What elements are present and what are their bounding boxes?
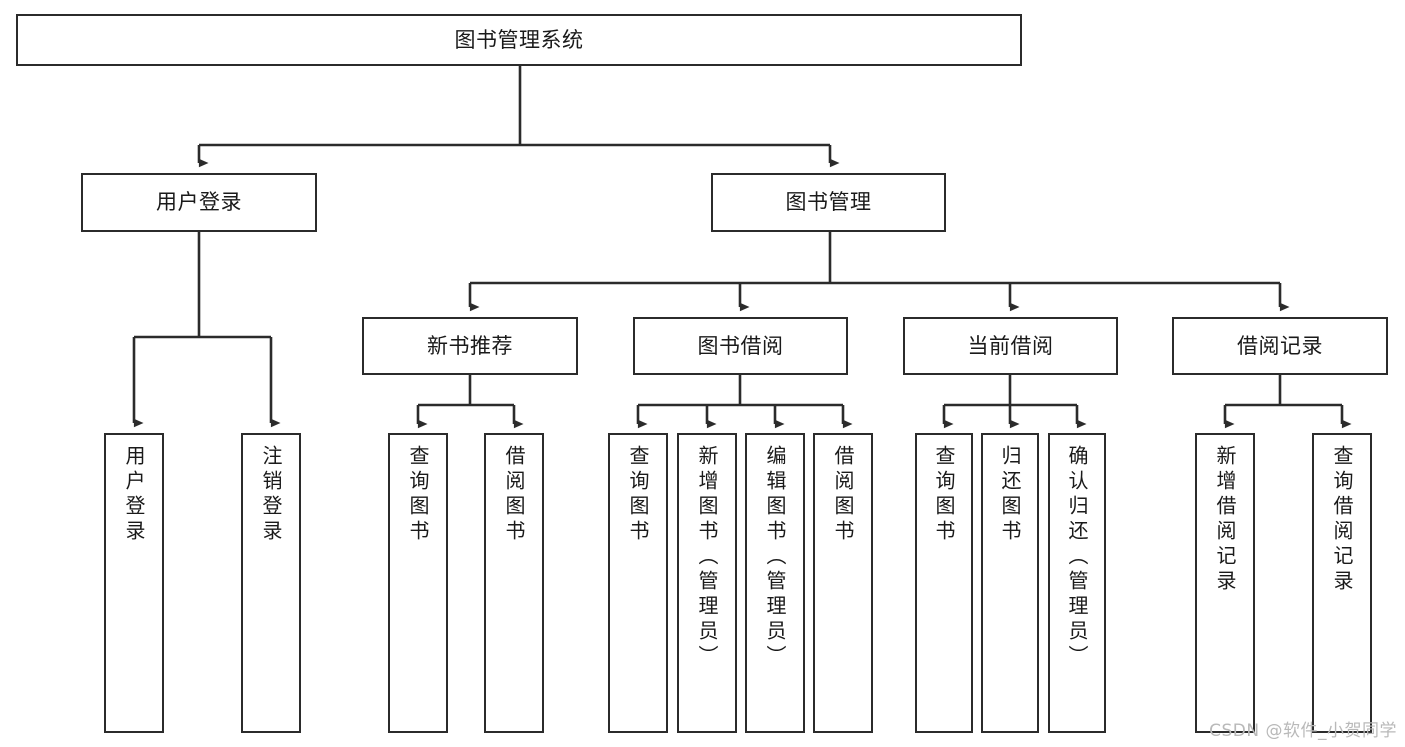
node-leaf-query-book-1[interactable]: 查询图书 xyxy=(388,433,448,733)
node-leaf-query-book-2[interactable]: 查询图书 xyxy=(608,433,668,733)
node-leaf-query-record-label: 查询借阅记录 xyxy=(1330,445,1354,595)
node-book-management-label: 图书管理 xyxy=(785,190,872,215)
node-leaf-borrow-book-2[interactable]: 借阅图书 xyxy=(813,433,873,733)
node-leaf-edit-book[interactable]: 编辑图书（管理员） xyxy=(745,433,805,733)
node-leaf-add-record-label: 新增借阅记录 xyxy=(1213,445,1237,595)
edge-group-book-borrow xyxy=(636,375,853,429)
node-leaf-user-login[interactable]: 用户登录 xyxy=(104,433,164,733)
node-leaf-return-book-label: 归还图书 xyxy=(998,445,1022,545)
node-leaf-confirm-return-label: 确认归还（管理员） xyxy=(1065,445,1089,670)
node-leaf-borrow-book-1-label: 借阅图书 xyxy=(502,445,526,545)
node-leaf-edit-book-label: 编辑图书（管理员） xyxy=(763,445,787,670)
edge-group-root xyxy=(197,66,840,168)
node-user-login-label: 用户登录 xyxy=(156,190,242,215)
node-leaf-user-login-label: 用户登录 xyxy=(122,445,146,545)
node-leaf-borrow-book-1[interactable]: 借阅图书 xyxy=(484,433,544,733)
edge-group-current-borrow xyxy=(942,375,1087,429)
node-leaf-user-logout[interactable]: 注销登录 xyxy=(241,433,301,733)
node-leaf-query-book-3[interactable]: 查询图书 xyxy=(915,433,973,733)
node-leaf-add-record[interactable]: 新增借阅记录 xyxy=(1195,433,1255,733)
node-book-borrow[interactable]: 图书借阅 xyxy=(633,317,848,375)
node-current-borrow-label: 当前借阅 xyxy=(967,333,1054,358)
node-leaf-add-book-label: 新增图书（管理员） xyxy=(695,445,719,670)
node-root-label: 图书管理系统 xyxy=(454,27,584,52)
node-leaf-return-book[interactable]: 归还图书 xyxy=(981,433,1039,733)
node-leaf-borrow-book-2-label: 借阅图书 xyxy=(831,445,855,545)
node-book-management[interactable]: 图书管理 xyxy=(711,173,946,232)
node-leaf-query-book-3-label: 查询图书 xyxy=(932,445,956,545)
node-book-borrow-label: 图书借阅 xyxy=(697,333,784,358)
edge-group-new-book-recommend xyxy=(416,375,524,429)
node-leaf-query-book-1-label: 查询图书 xyxy=(406,445,430,545)
node-new-book-recommend-label: 新书推荐 xyxy=(427,333,513,358)
edge-group-book-management xyxy=(468,232,1290,312)
node-new-book-recommend[interactable]: 新书推荐 xyxy=(362,317,578,375)
node-leaf-confirm-return[interactable]: 确认归还（管理员） xyxy=(1048,433,1106,733)
node-leaf-query-record[interactable]: 查询借阅记录 xyxy=(1312,433,1372,733)
edge-group-borrow-record xyxy=(1223,375,1352,429)
node-borrow-record[interactable]: 借阅记录 xyxy=(1172,317,1388,375)
node-leaf-query-book-2-label: 查询图书 xyxy=(626,445,650,545)
edge-group-user-login xyxy=(132,232,281,428)
node-current-borrow[interactable]: 当前借阅 xyxy=(903,317,1118,375)
node-leaf-user-logout-label: 注销登录 xyxy=(259,445,283,545)
node-root[interactable]: 图书管理系统 xyxy=(16,14,1022,66)
node-user-login[interactable]: 用户登录 xyxy=(81,173,317,232)
node-borrow-record-label: 借阅记录 xyxy=(1237,333,1323,358)
node-leaf-add-book[interactable]: 新增图书（管理员） xyxy=(677,433,737,733)
